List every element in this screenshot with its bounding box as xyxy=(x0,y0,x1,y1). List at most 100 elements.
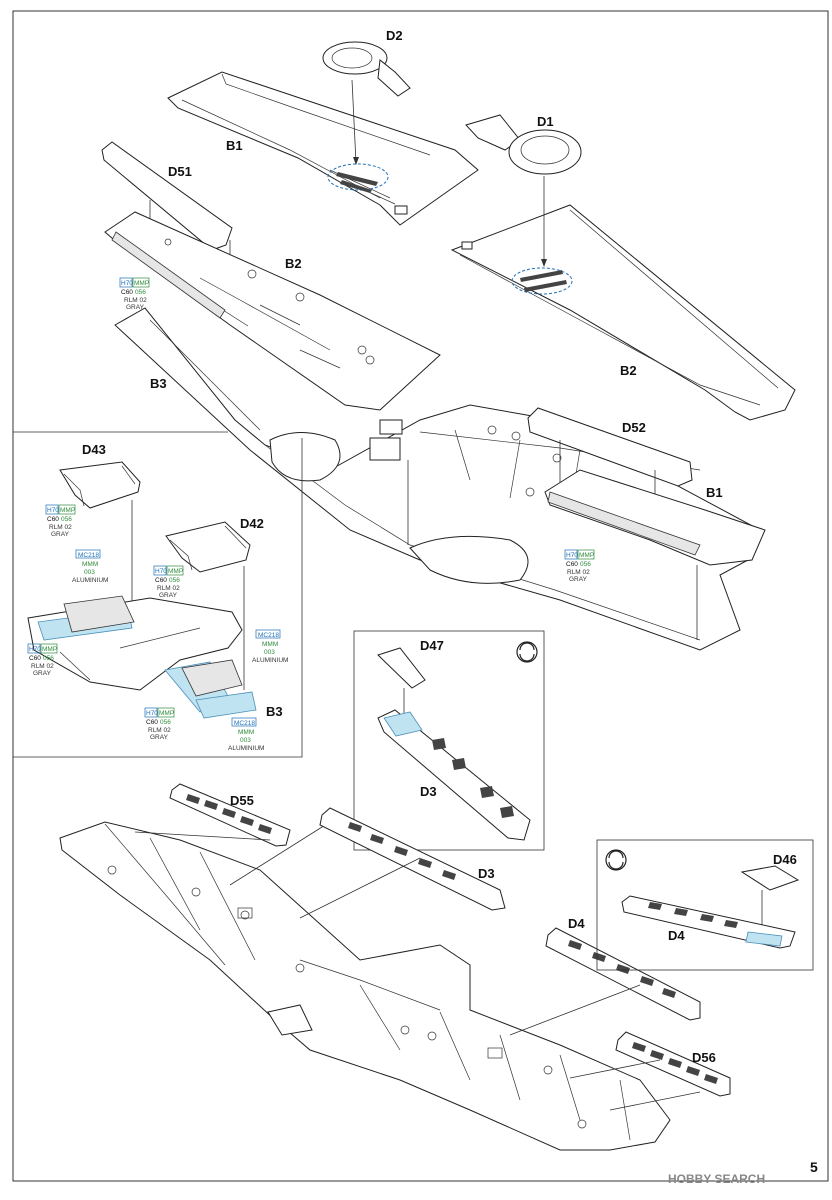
svg-text:C60: C60 xyxy=(47,516,59,523)
part-d52 xyxy=(527,407,693,487)
svg-text:C60: C60 xyxy=(29,655,41,662)
color-callout-rlm02-4: H70 MMP C60 056 RLM 02 GRAY xyxy=(153,565,184,599)
svg-text:MMM: MMM xyxy=(82,561,98,568)
watermark: HOBBY SEARCH xyxy=(668,1172,765,1186)
part-d3-inset xyxy=(377,709,531,841)
svg-text:MMP: MMP xyxy=(42,646,57,653)
label-d1: D1 xyxy=(537,114,554,129)
svg-text:056: 056 xyxy=(61,516,72,523)
part-d1 xyxy=(465,114,582,175)
label-b3-inset: B3 xyxy=(266,704,283,719)
step-upper-left-wing: D2 B1 xyxy=(167,28,479,226)
label-d42: D42 xyxy=(240,516,264,531)
svg-text:RLM 02: RLM 02 xyxy=(49,524,72,531)
svg-text:RLM 02: RLM 02 xyxy=(567,569,590,576)
page-number: 5 xyxy=(810,1159,818,1175)
inset-frame-1 xyxy=(13,431,303,758)
label-b2-left: B2 xyxy=(285,256,302,271)
label-d46: D46 xyxy=(773,852,797,867)
svg-text:GRAY: GRAY xyxy=(126,304,145,311)
part-d47 xyxy=(377,647,426,689)
svg-text:003: 003 xyxy=(240,737,251,744)
part-d3-bottom xyxy=(319,807,506,911)
svg-text:GRAY: GRAY xyxy=(150,734,169,741)
label-d47: D47 xyxy=(420,638,444,653)
color-callout-rlm02-1: H70 MMP C60 056 RLM 02 GRAY xyxy=(119,277,150,311)
svg-text:MMM: MMM xyxy=(262,641,278,648)
svg-text:003: 003 xyxy=(264,649,275,656)
inset-frame-3 xyxy=(596,839,814,971)
wing-part-b1-top xyxy=(167,71,479,226)
part-d43 xyxy=(59,461,141,509)
inset-d47-d3: D47 D3 xyxy=(353,630,545,851)
svg-text:003: 003 xyxy=(84,569,95,576)
label-b1-right: B1 xyxy=(706,485,723,500)
part-d2 xyxy=(322,41,411,97)
label-b2-right: B2 xyxy=(620,363,637,378)
svg-text:H70: H70 xyxy=(47,507,59,514)
svg-text:056: 056 xyxy=(135,289,146,296)
svg-text:ALUMINIUM: ALUMINIUM xyxy=(72,577,108,584)
svg-text:MC218: MC218 xyxy=(234,720,255,727)
inset-radiator-panel: D43 H70 MMP C60 056 RLM 02 GRAY D42 H70 … xyxy=(13,431,303,758)
svg-text:MC218: MC218 xyxy=(78,552,99,559)
inset-frame-2 xyxy=(353,630,545,851)
page-border xyxy=(12,10,829,1182)
label-d3-inset: D3 xyxy=(420,784,437,799)
rotate-icon-1 xyxy=(516,641,538,663)
color-callout-rlm02-2: H70 MMP C60 056 RLM 02 GRAY xyxy=(564,549,595,583)
svg-text:056: 056 xyxy=(580,561,591,568)
color-callout-rlm02-3: H70 MMP C60 056 RLM 02 GRAY xyxy=(45,504,76,538)
part-d42 xyxy=(165,521,251,573)
svg-text:MC218: MC218 xyxy=(258,632,279,639)
svg-text:C60: C60 xyxy=(146,719,158,726)
color-callout-alu-3: MC218 MMM 003 ALUMINIUM xyxy=(228,717,264,752)
part-d46 xyxy=(740,865,800,891)
svg-text:GRAY: GRAY xyxy=(569,576,588,583)
svg-text:C60: C60 xyxy=(155,577,167,584)
inset-d46-d4: D46 D4 xyxy=(596,839,814,971)
svg-text:056: 056 xyxy=(160,719,171,726)
svg-text:MMM: MMM xyxy=(238,729,254,736)
svg-text:MMP: MMP xyxy=(60,507,75,514)
label-d56: D56 xyxy=(692,1050,716,1065)
label-d52: D52 xyxy=(622,420,646,435)
part-d4-bottom xyxy=(545,927,701,1021)
svg-text:MMP: MMP xyxy=(134,280,149,287)
label-d51: D51 xyxy=(168,164,192,179)
label-b3-main: B3 xyxy=(150,376,167,391)
svg-text:MMP: MMP xyxy=(168,568,183,575)
label-d55: D55 xyxy=(230,793,254,808)
svg-text:MMP: MMP xyxy=(579,552,594,559)
color-callout-rlm02-6: H70 MMP C60 056 RLM 02 GRAY xyxy=(144,707,175,741)
step-main-wing: D51 B2 H70 MMP C60 056 RLM 02 GRAY xyxy=(101,141,766,651)
svg-text:MMP: MMP xyxy=(159,710,174,717)
color-callout-alu-2: MC218 MMM 003 ALUMINIUM xyxy=(252,629,288,664)
svg-text:GRAY: GRAY xyxy=(159,592,178,599)
part-d51 xyxy=(101,141,233,251)
color-callout-rlm02-5: H70 MMP C60 056 RLM 02 GRAY xyxy=(27,643,58,677)
svg-text:H70: H70 xyxy=(29,646,41,653)
svg-text:H70: H70 xyxy=(121,280,133,287)
color-callout-alu-1: MC218 MMM 003 ALUMINIUM xyxy=(72,549,108,584)
wheel-well-marker xyxy=(327,163,389,191)
svg-text:RLM 02: RLM 02 xyxy=(124,297,147,304)
step-lower-wing: D55 D3 D4 D56 xyxy=(59,783,731,1151)
svg-text:H70: H70 xyxy=(146,710,158,717)
svg-text:C60: C60 xyxy=(566,561,578,568)
svg-text:GRAY: GRAY xyxy=(33,670,52,677)
wing-part-b1-right xyxy=(544,469,766,566)
wheel-well-marker-2 xyxy=(511,267,573,295)
label-d43: D43 xyxy=(82,442,106,457)
svg-text:RLM 02: RLM 02 xyxy=(148,727,171,734)
svg-text:ALUMINIUM: ALUMINIUM xyxy=(252,657,288,664)
svg-text:RLM 02: RLM 02 xyxy=(31,663,54,670)
wing-part-b2-right xyxy=(450,204,796,421)
svg-text:RLM 02: RLM 02 xyxy=(157,585,180,592)
label-d4-inset: D4 xyxy=(668,928,685,943)
svg-text:C60: C60 xyxy=(121,289,133,296)
label-d4-bottom: D4 xyxy=(568,916,585,931)
svg-text:056: 056 xyxy=(169,577,180,584)
svg-text:ALUMINIUM: ALUMINIUM xyxy=(228,745,264,752)
